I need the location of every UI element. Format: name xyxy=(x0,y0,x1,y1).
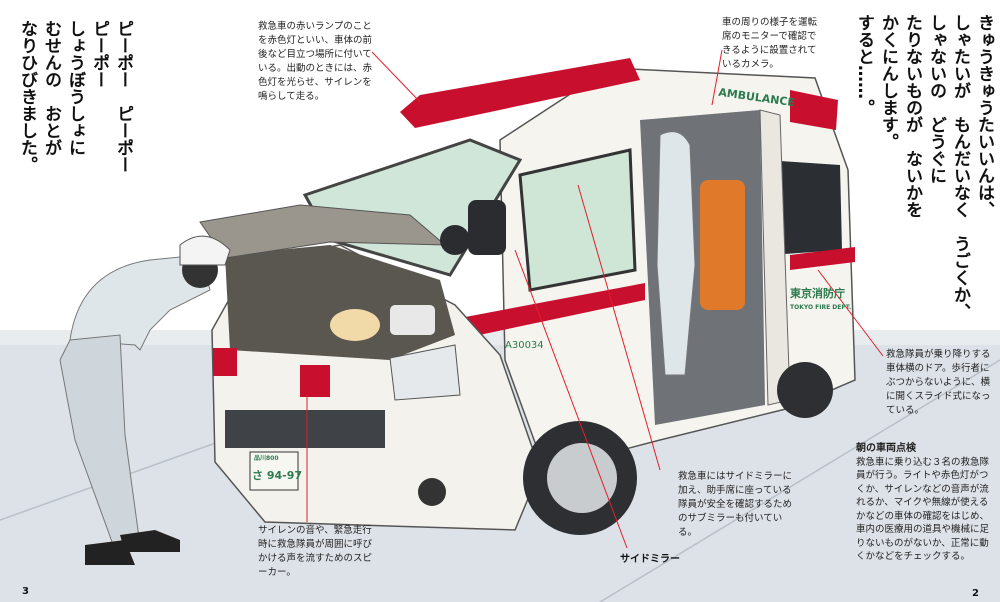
side-mirror-label: サイドミラー xyxy=(620,554,680,565)
front-red-lamp-right xyxy=(300,365,330,397)
license-plate xyxy=(249,451,299,491)
rescue-worker xyxy=(59,235,231,565)
plate-top: 品川800 xyxy=(254,455,279,462)
left-narration: ピーポー ピーポーピーポーしょうぼうしょにむせんの おとがなりひびきました。 xyxy=(17,20,133,173)
page-number-right: 2 xyxy=(972,588,979,599)
sub-mirror-callout: 救急車にはサイドミラーに加え、助手席に座っている隊員が安全を確認するためのサブミ… xyxy=(678,471,793,538)
page-number-left: 3 xyxy=(22,586,29,597)
crew-member-inside xyxy=(656,131,696,376)
side-window xyxy=(518,148,637,292)
stretcher-seat xyxy=(700,180,745,310)
red-lamp-callout: 救急車の赤いランプのことを赤色灯といい、車体の前後など目立つ場所に付いている。出… xyxy=(258,21,373,102)
right-narration: きゅうきゅうたいいんは、しゃたいが もんだいなく うごくか、しゃないの どうぐに… xyxy=(854,14,994,320)
red-stripe-rear xyxy=(790,247,855,270)
front-red-lamp-left xyxy=(213,348,237,376)
rear-red-lamp xyxy=(790,90,838,130)
agency-label: 東京消防庁 xyxy=(790,287,845,300)
inspection-text: 救急車に乗り込む３名の救急隊員が行う。ライトや赤色灯がつくか、サイレンなどの音声… xyxy=(856,456,990,563)
red-lamp xyxy=(400,58,640,128)
agency-en-label: TOKYO FIRE DEPT. xyxy=(790,304,852,311)
headlight xyxy=(389,344,461,401)
speaker-callout: サイレンの音や、緊急走行時に救急隊員が周囲に呼びかける声を流すためのスピーカー。 xyxy=(258,525,373,578)
slide-door-callout: 救急隊員が乗り降りする車体横のドア。歩行者にぶつからないように、横に開くスライド… xyxy=(886,349,991,416)
plate-bottom: さ 94-97 xyxy=(252,469,303,482)
vehicle-number: A30034 xyxy=(505,340,544,351)
red-stripe xyxy=(460,283,645,338)
leader-lines xyxy=(306,49,884,549)
side-mirror xyxy=(468,200,506,255)
grille xyxy=(225,410,385,448)
sub-mirror xyxy=(440,225,470,255)
inspection-callout: 朝の車両点検 救急車に乗り込む３名の救急隊員が行う。ライトや赤色灯がつくか、サイ… xyxy=(856,442,996,564)
rear-wheel xyxy=(777,362,833,418)
inspection-title: 朝の車両点検 xyxy=(856,443,916,454)
camera-callout: 車の周りの様子を運転席のモニターで確認できるように設置されているカメラ。 xyxy=(722,17,818,70)
fog-lamp xyxy=(418,478,446,506)
